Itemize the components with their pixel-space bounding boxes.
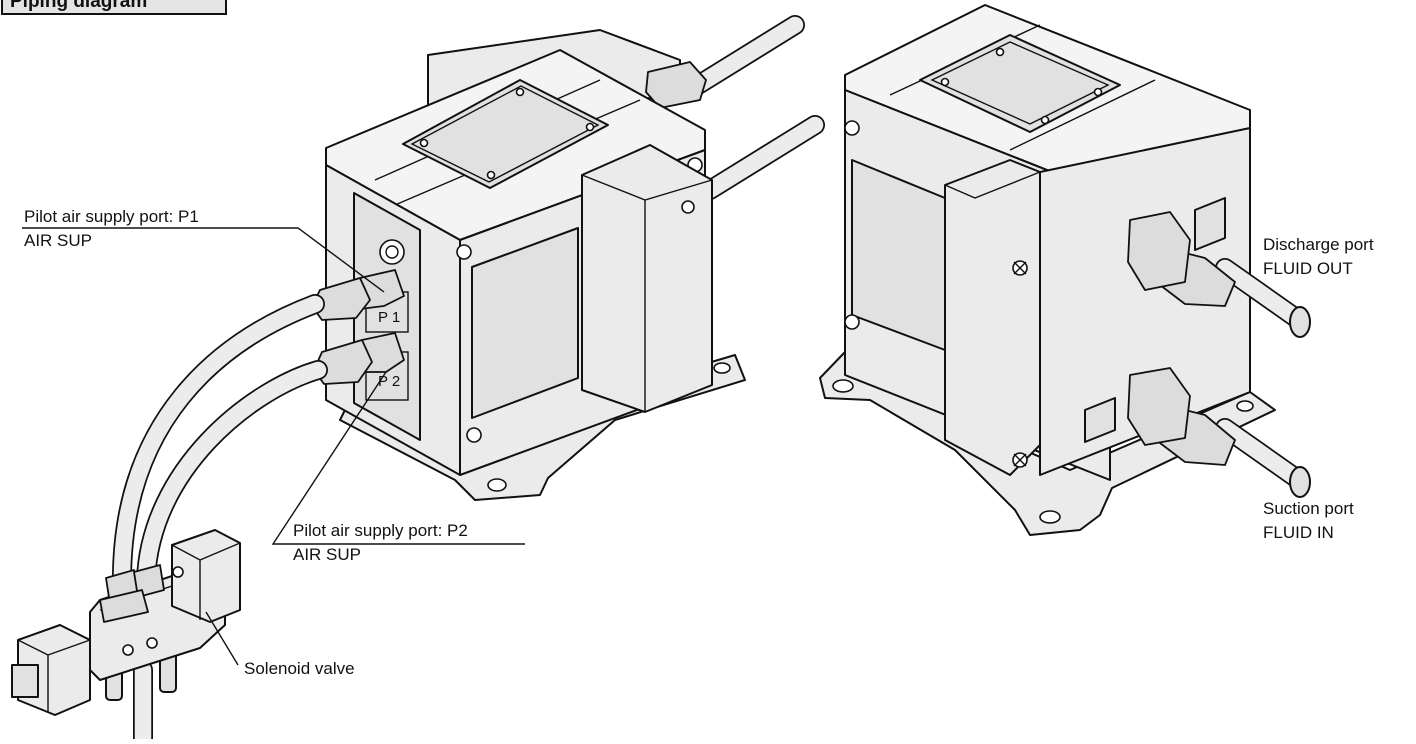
name-plate-left: [402, 79, 609, 189]
label-p2-line2: AIR SUP: [293, 545, 361, 564]
fitting-p2: [313, 332, 405, 385]
label-p1-line2: AIR SUP: [24, 231, 92, 250]
page-title: Piping diagram: [10, 0, 147, 12]
suction-fitting: [1127, 367, 1311, 498]
label-suction-line2: FLUID IN: [1263, 523, 1334, 542]
label-solenoid: Solenoid valve: [244, 659, 355, 678]
label-suction-line1: Suction port: [1263, 499, 1354, 518]
callout-p1: Pilot air supply port: P1 AIR SUP: [22, 207, 385, 293]
callout-discharge: Discharge port FLUID OUT: [1263, 235, 1374, 278]
solenoid-valve: [11, 529, 241, 744]
port-mark-p2: P 2: [378, 373, 400, 390]
port-mark-p1: P 1: [378, 309, 400, 326]
callout-solenoid: Solenoid valve: [205, 611, 355, 678]
cable-gland: [645, 61, 707, 109]
title-box: Piping diagram: [1, 0, 227, 15]
air-tube-p2: [136, 360, 328, 590]
label-discharge-line2: FLUID OUT: [1263, 259, 1353, 278]
label-discharge-line1: Discharge port: [1263, 235, 1374, 254]
name-plate-right: [919, 34, 1121, 133]
callout-suction: Suction port FLUID IN: [1263, 499, 1354, 542]
fitting-p1: [311, 269, 405, 321]
callout-p2: Pilot air supply port: P2 AIR SUP: [271, 371, 525, 564]
pump-left: P 1 P 2: [325, 15, 825, 501]
motor-cover-left: [581, 144, 713, 413]
discharge-fitting: [1127, 211, 1311, 338]
label-p2-line1: Pilot air supply port: P2: [293, 521, 468, 540]
motor-cover-right: [944, 159, 1041, 476]
label-p1-line1: Pilot air supply port: P1: [24, 207, 199, 226]
indicator-lamp: [379, 239, 405, 265]
air-tube-p1: [111, 294, 325, 595]
